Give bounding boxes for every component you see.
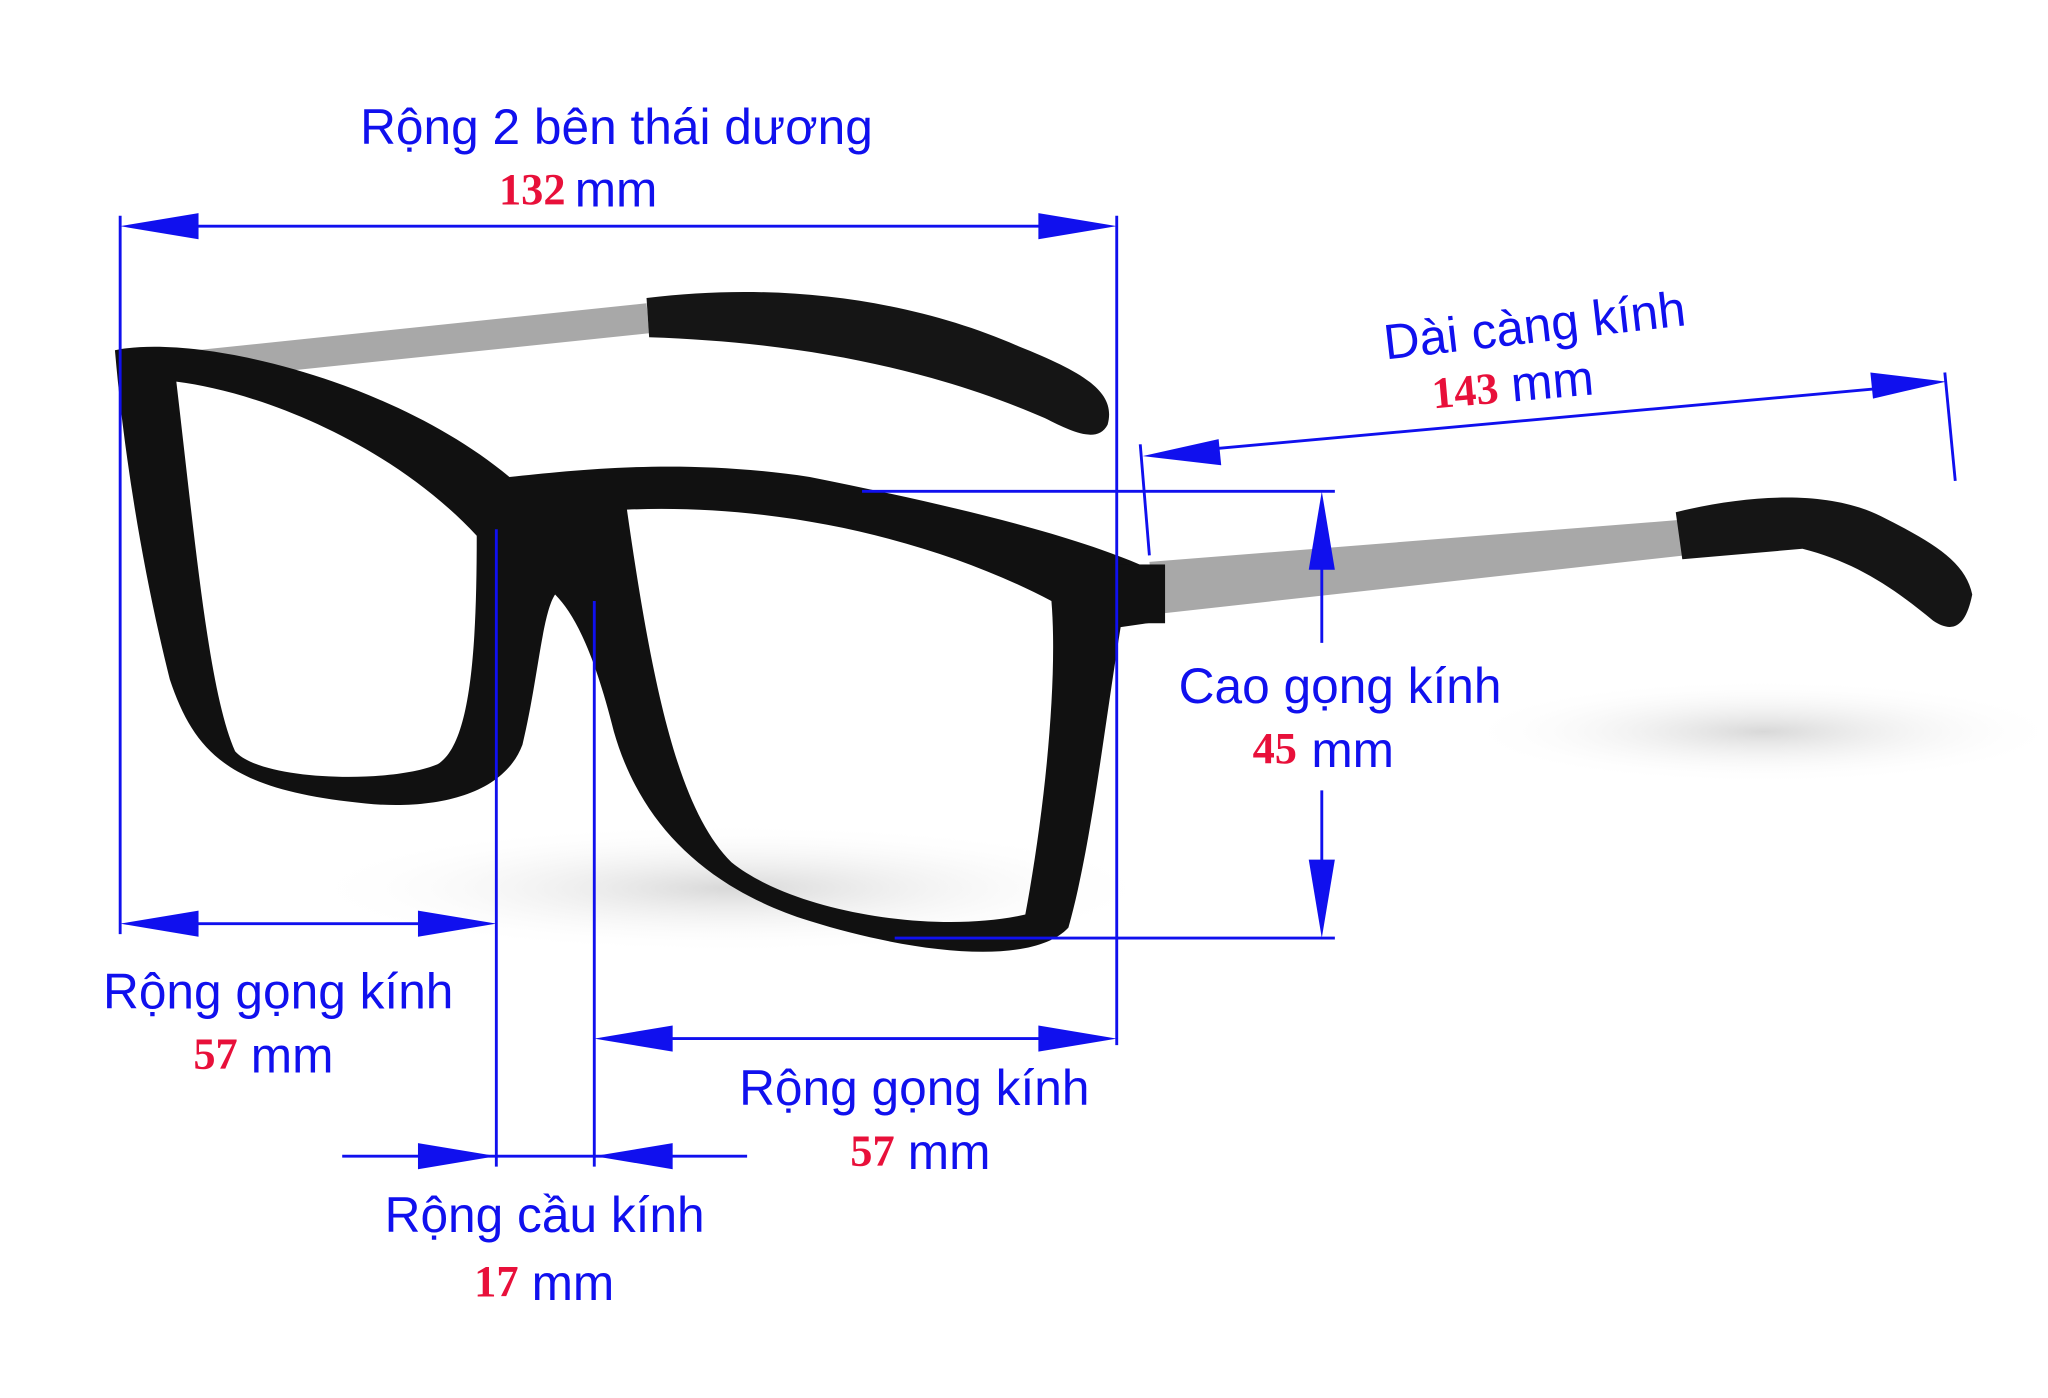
lens-width-left-value: 57 bbox=[193, 1029, 237, 1079]
lens-height-label: Cao gọng kính bbox=[1179, 658, 1502, 714]
lens-width-left-unit: mm bbox=[251, 1028, 334, 1084]
bridge-width-label: Rộng cầu kính bbox=[385, 1187, 705, 1243]
front-temple-metal bbox=[1149, 520, 1685, 615]
lens-width-right-label: Rộng gọng kính bbox=[739, 1060, 1089, 1116]
lens-width-right-dimension: Rộng gọng kính 57 mm bbox=[594, 1025, 1117, 1180]
lens-width-left-label: Rộng gọng kính bbox=[103, 964, 453, 1020]
temple-width-dimension: Rộng 2 bên thái dương 132 mm bbox=[118, 99, 1119, 1046]
arm-length-unit: mm bbox=[1509, 349, 1596, 412]
temple-width-unit: mm bbox=[575, 162, 658, 218]
bridge-width-dimension: Rộng cầu kính 17 mm bbox=[342, 1143, 748, 1311]
back-temple-metal bbox=[195, 303, 650, 379]
lens-width-left-dimension: Rộng gọng kính 57 mm bbox=[103, 529, 596, 1167]
lens-height-unit: mm bbox=[1311, 722, 1394, 778]
lens-height-value: 45 bbox=[1253, 723, 1297, 773]
arm-length-value: 143 bbox=[1430, 363, 1501, 419]
frame-front bbox=[114, 346, 1166, 952]
bridge-width-unit: mm bbox=[532, 1255, 615, 1311]
back-temple-tip bbox=[646, 291, 1110, 435]
lens-height-dimension: Cao gọng kính 45 mm bbox=[862, 489, 1502, 940]
lens-width-right-value: 57 bbox=[850, 1125, 894, 1175]
glasses-image bbox=[114, 291, 2048, 954]
lens-width-right-unit: mm bbox=[908, 1124, 991, 1180]
temple-width-label: Rộng 2 bên thái dương bbox=[360, 99, 873, 155]
temple-width-value: 132 bbox=[499, 164, 566, 214]
bridge-width-value: 17 bbox=[474, 1256, 518, 1306]
front-temple-tip bbox=[1675, 497, 1973, 627]
